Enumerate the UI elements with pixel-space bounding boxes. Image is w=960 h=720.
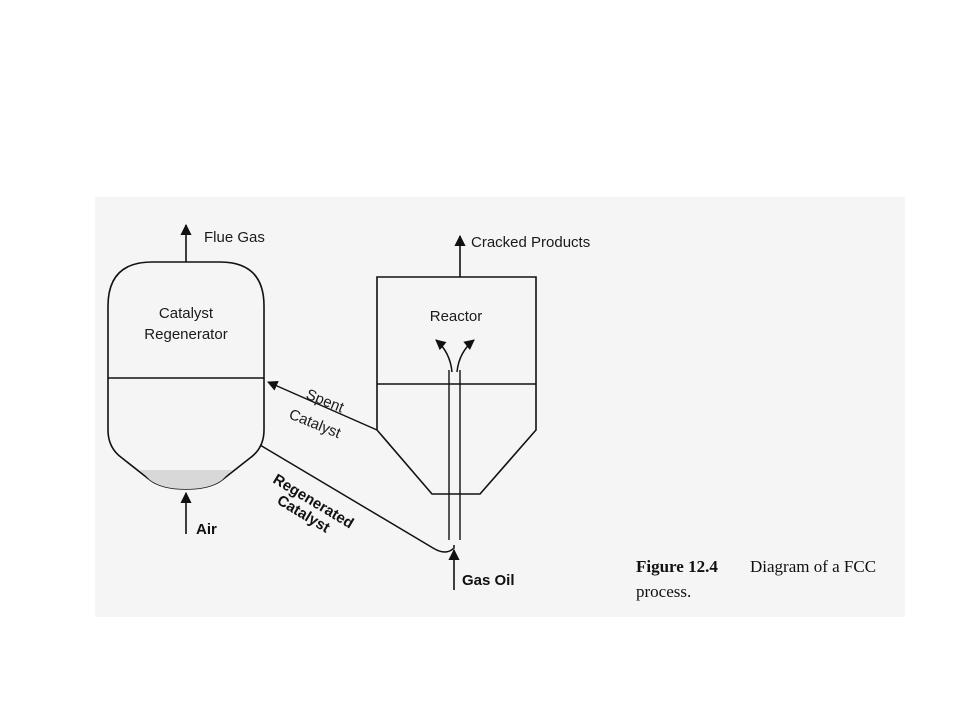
spent-catalyst-arrow <box>267 381 378 431</box>
riser-outlet-arrow-right <box>456 339 475 373</box>
scanned-figure-area <box>95 197 905 617</box>
figure-number: Figure 12.4 <box>636 557 718 576</box>
riser-outlet-arrow-left <box>435 339 453 373</box>
figure-caption-line1: Diagram of a FCC <box>750 557 876 576</box>
regenerator-label-line2: Regenerator <box>144 326 227 343</box>
air-label: Air <box>196 521 217 538</box>
regenerator-catalyst-bed <box>140 470 232 489</box>
gas-oil-label: Gas Oil <box>462 572 515 589</box>
flue-gas-label: Flue Gas <box>204 229 265 246</box>
regenerator-vessel <box>107 261 265 490</box>
regenerated-catalyst-line <box>259 444 455 553</box>
reactor-label: Reactor <box>430 308 483 325</box>
cracked-products-label: Cracked Products <box>471 234 590 251</box>
figure-caption-line2: process. <box>636 582 691 601</box>
regenerator-label-line1: Catalyst <box>159 305 214 322</box>
